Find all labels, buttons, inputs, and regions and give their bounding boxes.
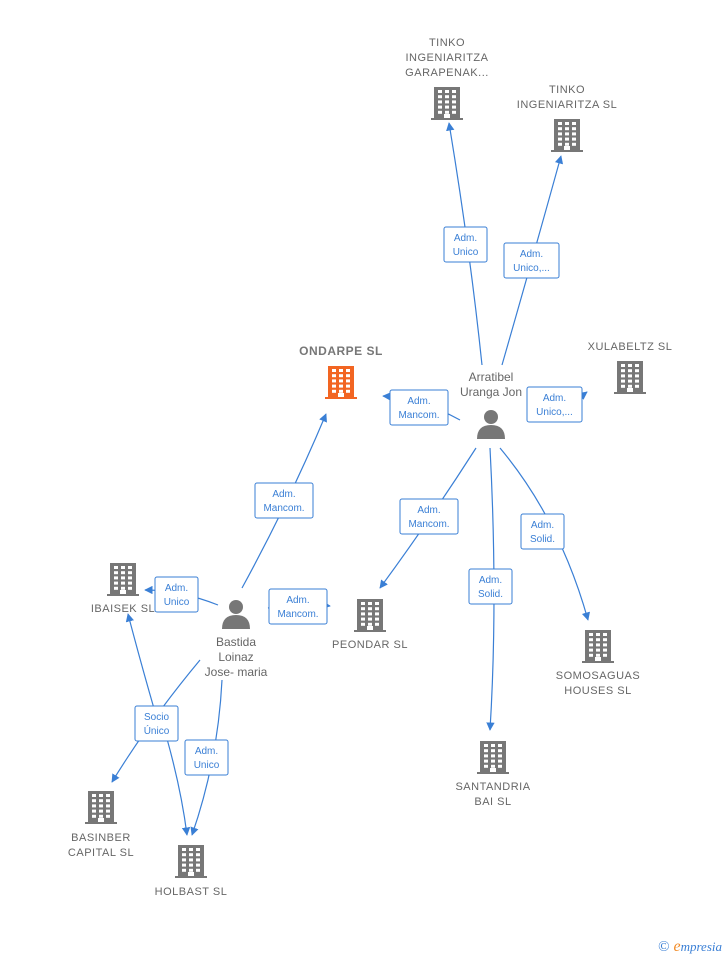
edge-label-box — [134, 705, 179, 742]
edge-label-text: Adm. — [407, 396, 430, 407]
person-label-arratibel[interactable]: Uranga Jon — [460, 385, 522, 399]
brand-initial: e — [673, 938, 681, 955]
edge-label-text: Unico — [453, 247, 479, 258]
edge-label-text: Único — [144, 724, 170, 737]
edge-label-text: Adm. — [479, 575, 502, 586]
building-icon-somosaguas[interactable] — [582, 630, 614, 663]
building-icon-basinber[interactable] — [85, 791, 117, 824]
edge-label-text: Adm. — [531, 520, 554, 531]
person-label-bastida[interactable]: Loinaz — [218, 650, 253, 664]
edge-label-box — [443, 226, 488, 263]
edge-label-box — [254, 482, 314, 519]
edge-line-e11 — [125, 613, 156, 713]
person-label-bastida[interactable]: Bastida — [216, 635, 256, 649]
company-label-tinko_sl[interactable]: INGENIARITZA SL — [517, 99, 617, 111]
copyright-symbol: © — [658, 938, 670, 955]
person-icon-bastida[interactable] — [222, 600, 250, 629]
company-label-peondar[interactable]: PEONDAR SL — [332, 639, 408, 651]
company-label-somosaguas[interactable]: SOMOSAGUAS — [556, 670, 640, 682]
edge-label-box — [503, 242, 560, 279]
person-label-arratibel[interactable]: Arratibel — [469, 370, 514, 384]
edge-label-e1[interactable]: Adm. Unico — [443, 226, 488, 263]
edge-label-text: Mancom. — [408, 519, 449, 530]
edge-label-box — [154, 576, 199, 613]
edge-label-text: Socio — [144, 712, 169, 723]
edge-label-e6[interactable]: Adm. Solid. — [468, 568, 513, 605]
edge-label-text: Adm. — [543, 393, 566, 404]
company-label-santandria[interactable]: BAI SL — [474, 796, 511, 808]
footer-brand[interactable]: © empresia — [658, 938, 722, 956]
edge-label-text: Adm. — [520, 249, 543, 260]
edge-label-text: Mancom. — [398, 410, 439, 421]
edge-label-box — [268, 588, 328, 625]
edge-label-e10[interactable]: Adm. Unico — [154, 576, 199, 613]
person-icon-arratibel[interactable] — [477, 410, 505, 439]
edge-label-text: Mancom. — [263, 503, 304, 514]
edge-label-e7[interactable]: Adm. Solid. — [520, 513, 565, 550]
building-icon-tinko_garapenak[interactable] — [431, 87, 463, 120]
company-label-basinber[interactable]: CAPITAL SL — [68, 847, 134, 859]
company-label-basinber[interactable]: BASINBER — [71, 832, 131, 844]
edge-label-box — [468, 568, 513, 605]
building-icon-holbast[interactable] — [175, 845, 207, 878]
building-icon-peondar[interactable] — [354, 599, 386, 632]
building-icon-ondarpe[interactable] — [325, 366, 357, 399]
edge-label-text: Adm. — [286, 595, 309, 606]
edge-label-e2[interactable]: Adm. Unico,... — [503, 242, 560, 279]
brand-name: mpresia — [680, 939, 722, 954]
edge-label-text: Mancom. — [277, 609, 318, 620]
edge-label-text: Adm. — [272, 489, 295, 500]
company-label-ondarpe[interactable]: ONDARPE SL — [299, 344, 383, 358]
edge-label-e4[interactable]: Adm. Unico,... — [526, 386, 583, 423]
edge-label-text: Adm. — [195, 746, 218, 757]
person-label-bastida[interactable]: Jose- maria — [205, 665, 268, 679]
company-label-holbast[interactable]: HOLBAST SL — [155, 886, 228, 898]
edge-label-box — [520, 513, 565, 550]
company-label-somosaguas[interactable]: HOUSES SL — [564, 685, 631, 697]
edge-label-e5[interactable]: Adm. Mancom. — [399, 498, 459, 535]
company-label-tinko_sl[interactable]: TINKO — [549, 84, 585, 96]
edge-label-e8[interactable]: Adm. Mancom. — [254, 482, 314, 519]
building-icon-tinko_sl[interactable] — [551, 119, 583, 152]
company-label-tinko_garapenak[interactable]: GARAPENAK... — [405, 67, 489, 79]
edge-label-text: Solid. — [478, 589, 503, 600]
company-label-ibaisek[interactable]: IBAISEK SL — [91, 603, 155, 615]
edge-label-text: Adm. — [417, 505, 440, 516]
edge-label-e9[interactable]: Adm. Mancom. — [268, 588, 328, 625]
building-icon-xulabeltz[interactable] — [614, 361, 646, 394]
edge-label-text: Adm. — [165, 583, 188, 594]
edge-label-e3[interactable]: Adm. Mancom. — [389, 389, 449, 426]
building-icon-ibaisek[interactable] — [107, 563, 139, 596]
company-label-tinko_garapenak[interactable]: TINKO — [429, 37, 465, 49]
company-label-xulabeltz[interactable]: XULABELTZ SL — [588, 341, 673, 353]
edge-label-text: Unico — [194, 760, 220, 771]
company-label-santandria[interactable]: SANTANDRIA — [455, 781, 530, 793]
edge-label-text: Solid. — [530, 534, 555, 545]
edge-label-box — [399, 498, 459, 535]
edge-label-box — [526, 386, 583, 423]
edge-label-text: Adm. — [454, 233, 477, 244]
company-label-tinko_garapenak[interactable]: INGENIARITZA — [405, 52, 488, 64]
edge-label-text: Unico,... — [536, 407, 573, 418]
edge-label-box — [184, 739, 229, 776]
edges-layer — [111, 122, 591, 836]
edge-label-text: Unico — [164, 597, 190, 608]
building-icon-santandria[interactable] — [477, 741, 509, 774]
edge-label-text: Unico,... — [513, 263, 550, 274]
edge-label-box — [389, 389, 449, 426]
nodes-layer: TINKO INGENIARITZA GARAPENAK... TINKO INGENI… — [68, 37, 672, 898]
edge-label-e12[interactable]: Adm. Unico — [184, 739, 229, 776]
